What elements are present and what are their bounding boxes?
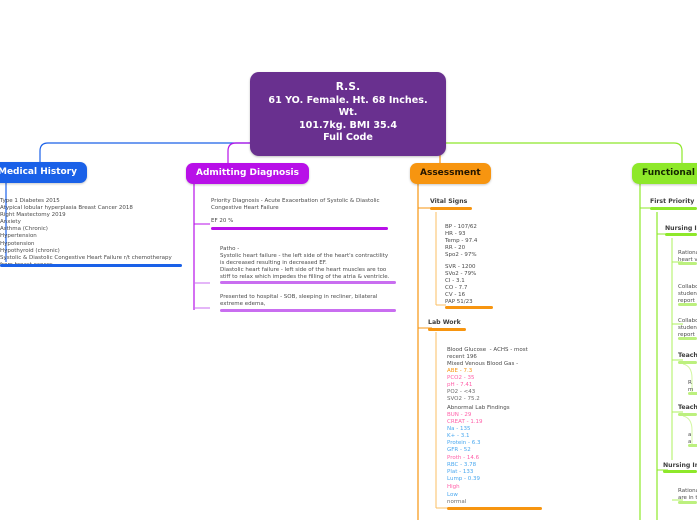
collaborate-2-underline [678,337,697,341]
mixed-venous-blood-gas-label: Mixed Venous Blood Gas - [447,361,519,367]
presentation-text: Presented to hospital - SOB, sleeping in… [220,294,378,308]
vitals-underline [445,306,493,310]
branch-admitting-diagnosis-label: Admitting Diagnosis [196,168,300,178]
pathophysiology-text: Patho - Systolic heart failure - the lef… [220,246,390,281]
abnormal-lab-findings-label: Abnormal Lab Findings [447,405,510,411]
teaching-1-detail-underline [688,392,697,396]
lab-work-underline [428,328,466,332]
vital-signs-label: Vital Signs [430,198,468,205]
nursing-intervention-2-underline [663,470,697,474]
lab-value: RBC - 3.78 [447,461,477,468]
vitals-group-basic: BP - 107/62 HR - 93 Temp - 97.4 RR - 20 … [445,224,478,259]
nursing-intervention-2-label: Nursing Inte [663,462,697,469]
blood-glucose-text: Blood Glucose - ACHS - most recent 196 [447,347,528,361]
lab-work-label: Lab Work [428,319,461,326]
lab-value: PO2 - <43 [447,389,476,396]
rationale-2-text: Rationa are in t [678,488,697,502]
lab-value: Na - 135 [447,426,471,433]
teaching-1-detail: R m [688,380,694,394]
lab-value: Lump - 0.39 [447,475,481,482]
lab-value: ABE - 7.3 [447,368,473,374]
lab-value: PCO2 - 35 [447,375,475,382]
collaborate-1-text: Collabo student report [678,284,697,305]
teaching-1-underline [678,361,697,365]
lab-value: pH - 7.41 [447,382,473,389]
ejection-fraction-text: EF 20 % [211,218,234,224]
lab-value: Protein - 6.3 [447,440,481,447]
collaborate-2-text: Collabo student report [678,318,697,339]
legend-entry: Low [447,491,458,498]
lab-value: SVO2 - 75.2 [447,396,480,403]
first-priority-problem-underline [650,207,697,211]
teaching-2-underline [678,413,697,417]
code-status: Full Code [323,132,373,144]
medical-history-underline [0,264,182,268]
lab-value: K+ - 3.1 [447,433,470,440]
patient-initials: R.S. [335,81,361,93]
first-priority-problem-label: First Priority Prob [650,198,697,205]
nursing-intervention-1-label: Nursing Inte [665,225,697,232]
presentation-underline [220,309,396,313]
branch-assessment-label: Assessment [420,168,481,178]
lab-work-bottom-underline [447,507,542,511]
teaching-2-label: Teachin [678,404,697,411]
teaching-1-label: Teachin [678,352,697,359]
teaching-2-detail: a a [688,432,692,446]
admitting-diagnosis-underline [211,227,388,231]
root-node-patient-summary[interactable]: R.S. 61 YO. Female. Ht. 68 Inches. Wt. 1… [250,72,446,156]
lab-value: Plat - 133 [447,468,474,475]
branch-medical-history[interactable]: Medical History [0,162,87,183]
rationale-2-underline [678,501,697,505]
medical-history-items: Type 1 Diabetes 2015 Atypical lobular hy… [0,198,172,268]
branch-assessment[interactable]: Assessment [410,163,491,184]
lab-value: CREAT - 1.19 [447,419,483,426]
rationale-1-underline [678,262,697,266]
teaching-2-detail-underline [688,444,697,448]
pathophysiology-underline [220,281,396,285]
patient-demographics-line1: 61 YO. Female. Ht. 68 Inches. Wt. [268,94,428,119]
branch-functional-problems[interactable]: Functional Prob [632,163,697,184]
vital-signs-underline [430,207,472,211]
priority-diagnosis-text: Priority Diagnosis - Acute Exacerbation … [211,198,380,212]
vitals-group-hemodynamic: SVR - 1200 SVo2 - 79% CI - 3.1 CO - 7.7 … [445,264,477,306]
patient-demographics-line2: 101.7kg. BMI 35.4 [298,119,398,131]
branch-admitting-diagnosis[interactable]: Admitting Diagnosis [186,163,310,184]
lab-value: BUN - 29 [447,412,472,418]
legend-entry: High [447,484,460,490]
lab-value: Proth - 14.6 [447,454,480,461]
lab-value: GFR - 52 [447,447,471,454]
nursing-intervention-1-underline [665,233,697,237]
branch-medical-history-label: Medical History [0,167,77,177]
rationale-1-text: Rationa heart v [678,250,697,264]
collaborate-1-underline [678,303,697,307]
legend-entry: normal [447,499,467,506]
branch-functional-problems-label: Functional Prob [642,168,697,178]
